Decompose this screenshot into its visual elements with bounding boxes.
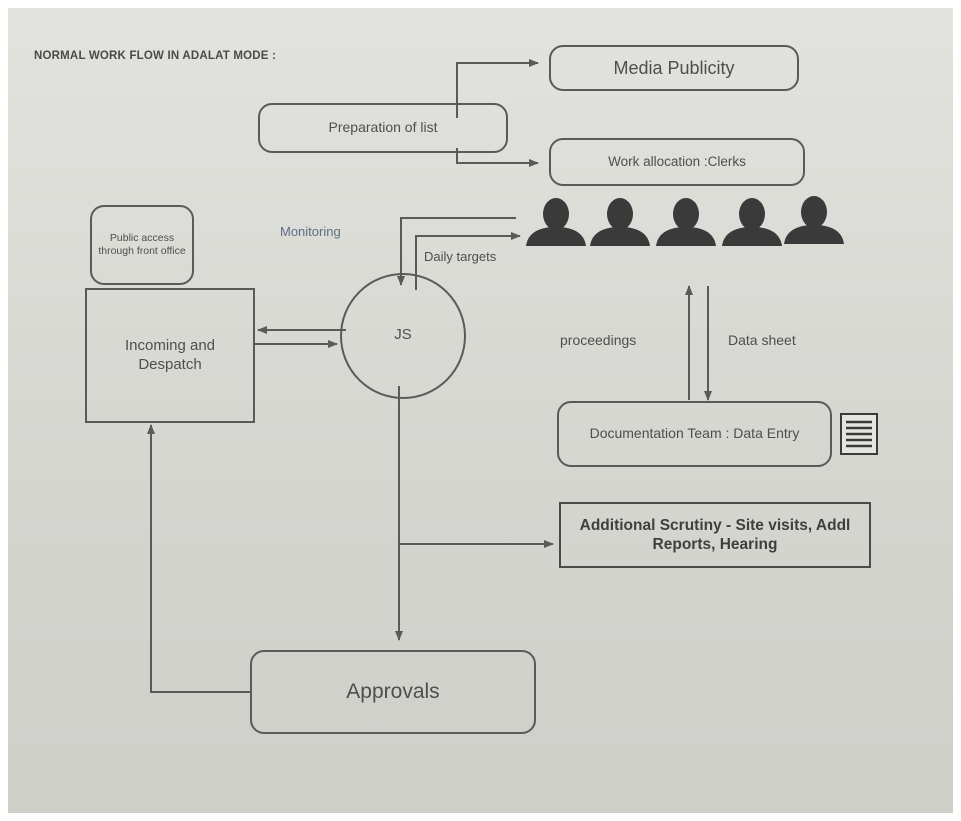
person-icon — [784, 196, 844, 244]
edge-prep-to-work — [456, 148, 539, 167]
clerks-group — [524, 196, 849, 248]
edge-daily-targets — [415, 232, 521, 290]
person-icon — [590, 198, 650, 246]
js-node-label: JS — [394, 326, 412, 343]
diagram-paper: NORMAL WORK FLOW IN ADALAT MODE : — [8, 8, 953, 813]
edge-approvals-to-incoming — [147, 424, 250, 693]
person-icon — [722, 198, 782, 246]
documentation-team-label: Documentation Team : Data Entry — [589, 425, 800, 442]
work-allocation-label: Work allocation :Clerks — [608, 153, 746, 169]
monitoring-label: Monitoring — [280, 224, 341, 239]
approvals-label: Approvals — [346, 679, 440, 703]
document-icon — [840, 413, 878, 455]
documentation-team-node: Documentation Team : Data Entry — [557, 401, 832, 467]
js-node-circle — [340, 273, 466, 399]
additional-scrutiny-node: Additional Scrutiny - Site visits, Addl … — [559, 502, 871, 568]
diagram-title: NORMAL WORK FLOW IN ADALAT MODE : — [34, 50, 277, 62]
person-icon — [526, 198, 586, 246]
public-access-node: Public access through front office — [90, 205, 194, 285]
proceedings-label: proceedings — [560, 332, 637, 348]
approvals-node: Approvals — [250, 650, 536, 734]
incoming-despatch-label: Incoming and Despatch — [124, 336, 216, 373]
incoming-despatch-node: Incoming and Despatch — [85, 288, 255, 423]
data-sheet-label: Data sheet — [728, 332, 796, 348]
media-publicity-label: Media Publicity — [613, 57, 735, 78]
preparation-of-list-node: Preparation of list — [258, 103, 508, 153]
edge-prep-to-media — [456, 59, 539, 118]
daily-targets-label: Daily targets — [424, 249, 497, 264]
preparation-of-list-label: Preparation of list — [328, 119, 438, 136]
media-publicity-node: Media Publicity — [549, 45, 799, 91]
clerks-icons — [526, 196, 844, 246]
connector-lines — [147, 59, 712, 693]
public-access-label: Public access through front office — [98, 231, 186, 257]
edge-monitoring — [397, 217, 516, 286]
additional-scrutiny-label: Additional Scrutiny - Site visits, Addl … — [579, 516, 851, 553]
work-allocation-node: Work allocation :Clerks — [549, 138, 805, 186]
person-icon — [656, 198, 716, 246]
